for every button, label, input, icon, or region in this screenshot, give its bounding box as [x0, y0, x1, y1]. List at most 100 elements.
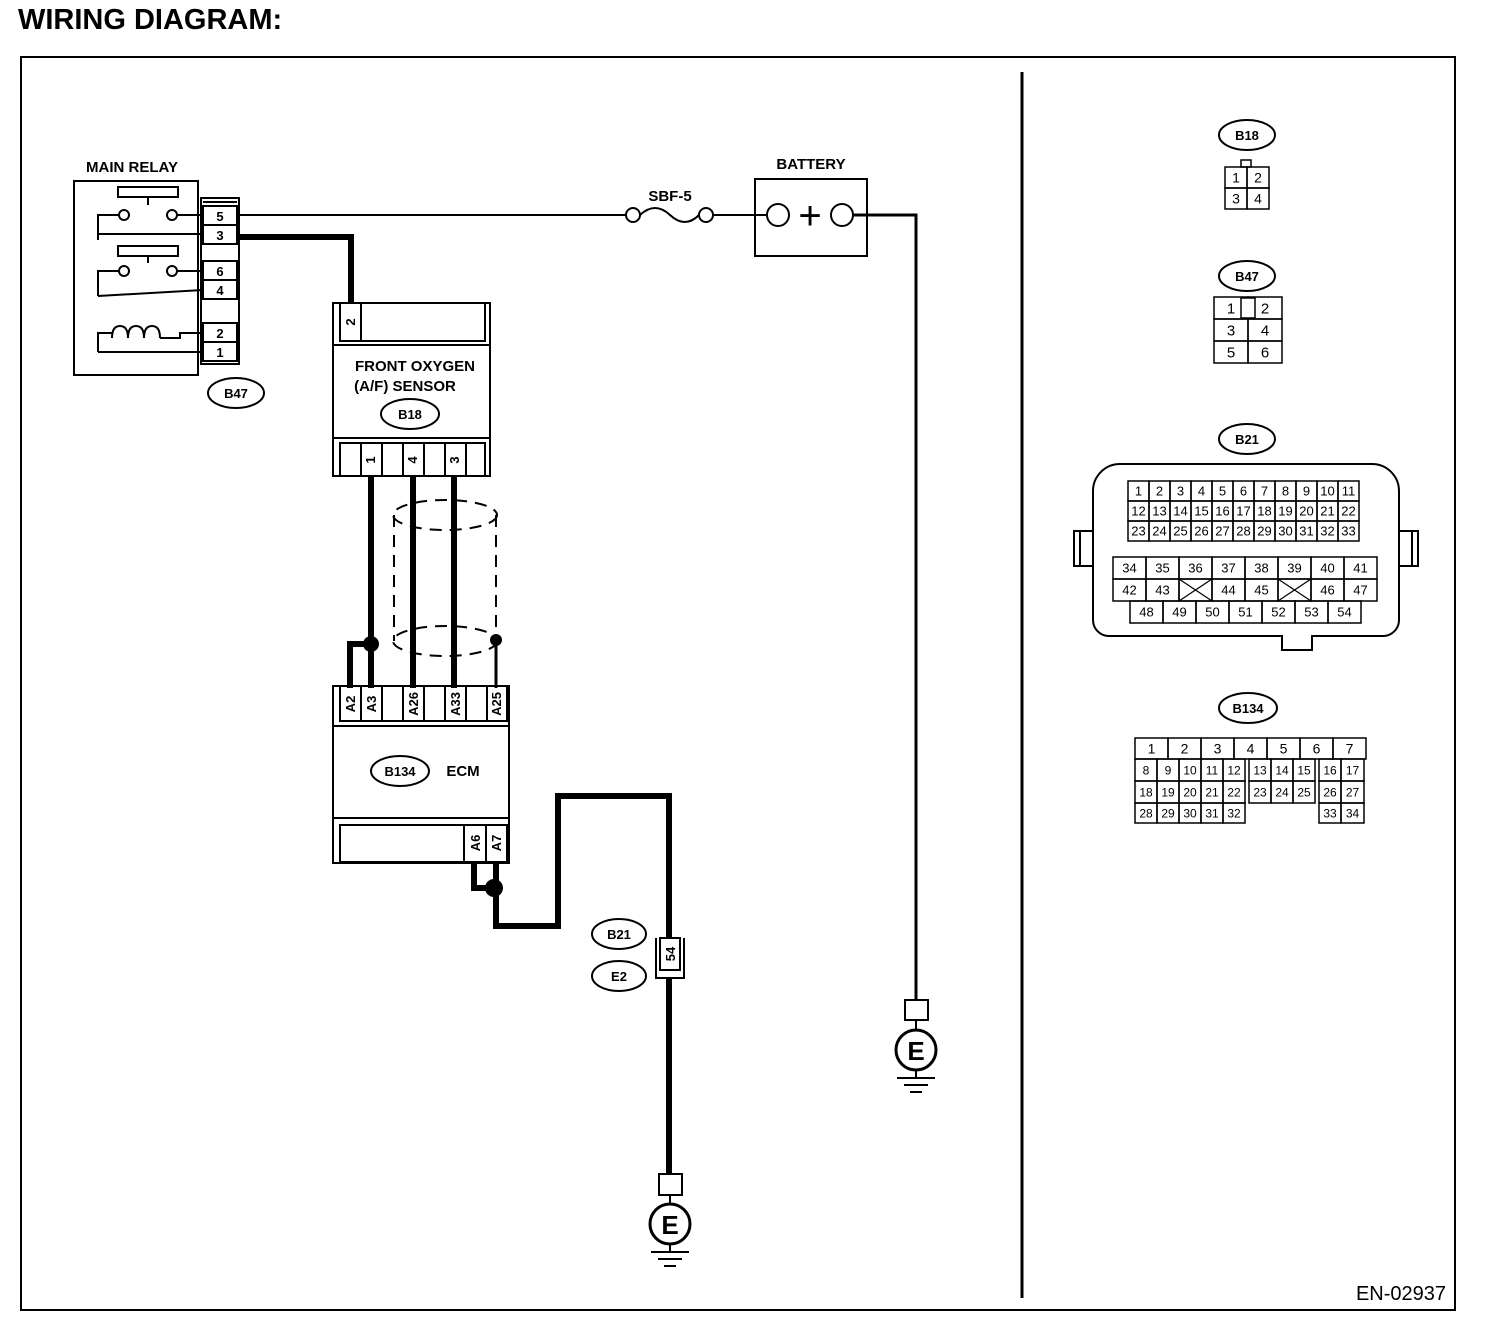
- connector-pin-number: 43: [1155, 583, 1169, 598]
- relay-internals: [97, 186, 204, 353]
- connector-pin-number: 5: [1219, 484, 1226, 499]
- connector-pin-number: 49: [1172, 605, 1186, 620]
- connector-pin-number: 7: [1261, 484, 1268, 499]
- ecm-label: ECM: [446, 763, 479, 780]
- ground-ecm: E: [648, 1173, 692, 1267]
- connector-pin-number: 52: [1271, 605, 1285, 620]
- connector-pin-number: 39: [1287, 561, 1301, 576]
- relay-pin-1: 1: [216, 345, 223, 360]
- connector-pin-number: 24: [1152, 524, 1166, 539]
- ground-e-label: E: [907, 1036, 924, 1066]
- connector-pin-number: 41: [1353, 561, 1367, 576]
- battery-plus-symbol: +: [798, 194, 821, 238]
- connector-cavity: [1247, 340, 1283, 364]
- connector-pin-number: 16: [1323, 763, 1337, 777]
- sensor-label-line1: FRONT OXYGEN: [355, 358, 475, 375]
- connector-pin-number: 10: [1320, 484, 1334, 499]
- connector-pin-number: 2: [1261, 300, 1269, 317]
- connector-pin-number: 42: [1122, 583, 1136, 598]
- connector-pin-number: 16: [1215, 504, 1229, 519]
- connector-pin-number: 53: [1304, 605, 1318, 620]
- connector-pin-number: 26: [1194, 524, 1208, 539]
- connector-pin-number: 18: [1257, 504, 1271, 519]
- connector-pin-number: 7: [1346, 741, 1354, 757]
- ecm: A2 A3 A26 A33 A25 B134 ECM A6 A7: [332, 685, 510, 864]
- connector-pin-number: 18: [1139, 785, 1153, 799]
- connector-pin-number: 19: [1161, 785, 1175, 799]
- connector-pin-number: 40: [1320, 561, 1334, 576]
- ecm-pin-a26: A26: [406, 692, 421, 716]
- connector-pin-number: 8: [1143, 763, 1150, 777]
- sensor-pin-3: 3: [447, 456, 462, 463]
- connector-pin-number: 11: [1342, 484, 1356, 499]
- sensor-label-line2: (A/F) SENSOR: [354, 378, 456, 395]
- battery-label: BATTERY: [776, 156, 845, 173]
- connector-pin-number: 4: [1254, 191, 1262, 207]
- connector-pin-number: 34: [1122, 561, 1136, 576]
- sensor-pin-2: 2: [343, 318, 358, 325]
- connector-pin-number: 28: [1236, 524, 1250, 539]
- connector-cavity: [1246, 187, 1270, 210]
- connector-pin-number: 33: [1341, 524, 1355, 539]
- connector-pin-number: 6: [1261, 344, 1269, 361]
- connector-pin-number: 2: [1156, 484, 1163, 499]
- fuse-sbf-5: SBF-5: [625, 188, 714, 223]
- connector-pin-number: 30: [1278, 524, 1292, 539]
- connector-pin-number: 14: [1275, 763, 1289, 777]
- connector-pin-number: 5: [1280, 741, 1288, 757]
- connector-pin-number: 34: [1346, 806, 1360, 820]
- connector-pin-number: 38: [1254, 561, 1268, 576]
- connector-pin-number: 17: [1346, 763, 1360, 777]
- connector-pin-number: 45: [1254, 583, 1268, 598]
- connector-pin-number: 23: [1253, 785, 1267, 799]
- connector-pin-number: 9: [1303, 484, 1310, 499]
- connector-pin-number: 22: [1227, 785, 1241, 799]
- connector-pin-number: 23: [1131, 524, 1145, 539]
- connector-pin-number: 9: [1165, 763, 1172, 777]
- connector-view-title: B21: [1235, 432, 1259, 447]
- connector-pin-number: 1: [1232, 170, 1240, 186]
- connector-pin-number: 31: [1299, 524, 1313, 539]
- connector-pin-number: 36: [1188, 561, 1202, 576]
- connector-pin-number: 47: [1353, 583, 1367, 598]
- connector-pin-number: 26: [1323, 785, 1337, 799]
- relay-pin-3: 3: [216, 228, 223, 243]
- ecm-pin-a2: A2: [343, 696, 358, 713]
- connector-pin-number: 1: [1135, 484, 1142, 499]
- shield-wire: [392, 499, 498, 657]
- sensor-pin-1: 1: [363, 456, 378, 463]
- connector-pin-number: 46: [1320, 583, 1334, 598]
- connector-pin-number: 35: [1155, 561, 1169, 576]
- connector-pin-number: 15: [1297, 763, 1311, 777]
- connector-pin-number: 6: [1240, 484, 1247, 499]
- connector-pin-number: 8: [1282, 484, 1289, 499]
- connector-pin-number: 19: [1278, 504, 1292, 519]
- connector-pin-number: 5: [1227, 344, 1235, 361]
- connector-pin-number: 13: [1152, 504, 1166, 519]
- front-oxygen-sensor: 2 FRONT OXYGEN (A/F) SENSOR B18 1 4 3: [332, 302, 491, 477]
- connector-cavity: [1337, 520, 1360, 542]
- connector-pin-number: 3: [1214, 741, 1222, 757]
- ground-e-label: E: [661, 1210, 678, 1240]
- connector-pin-number: 10: [1183, 763, 1197, 777]
- connector-key: [1240, 297, 1256, 319]
- connector-view-title: B47: [1235, 269, 1259, 284]
- main-relay: MAIN RELAY 5 3 6 4 2 1: [73, 159, 265, 409]
- connector-pin-number: 30: [1183, 806, 1197, 820]
- connector-cavity: [1327, 600, 1362, 624]
- connector-pin-number: 2: [1254, 170, 1262, 186]
- connector-cavity: [1340, 802, 1365, 824]
- connector-pin-number: 3: [1177, 484, 1184, 499]
- connector-pin-number: 33: [1323, 806, 1337, 820]
- connector-pin-number: 20: [1183, 785, 1197, 799]
- connector-pin-number: 12: [1227, 763, 1241, 777]
- connector-pin-number: 27: [1346, 785, 1360, 799]
- ecm-pin-a33: A33: [448, 692, 463, 716]
- joint-pin-54: 54: [663, 946, 678, 961]
- connector-pin-number: 29: [1161, 806, 1175, 820]
- blank-cavity-mark: [1277, 578, 1312, 602]
